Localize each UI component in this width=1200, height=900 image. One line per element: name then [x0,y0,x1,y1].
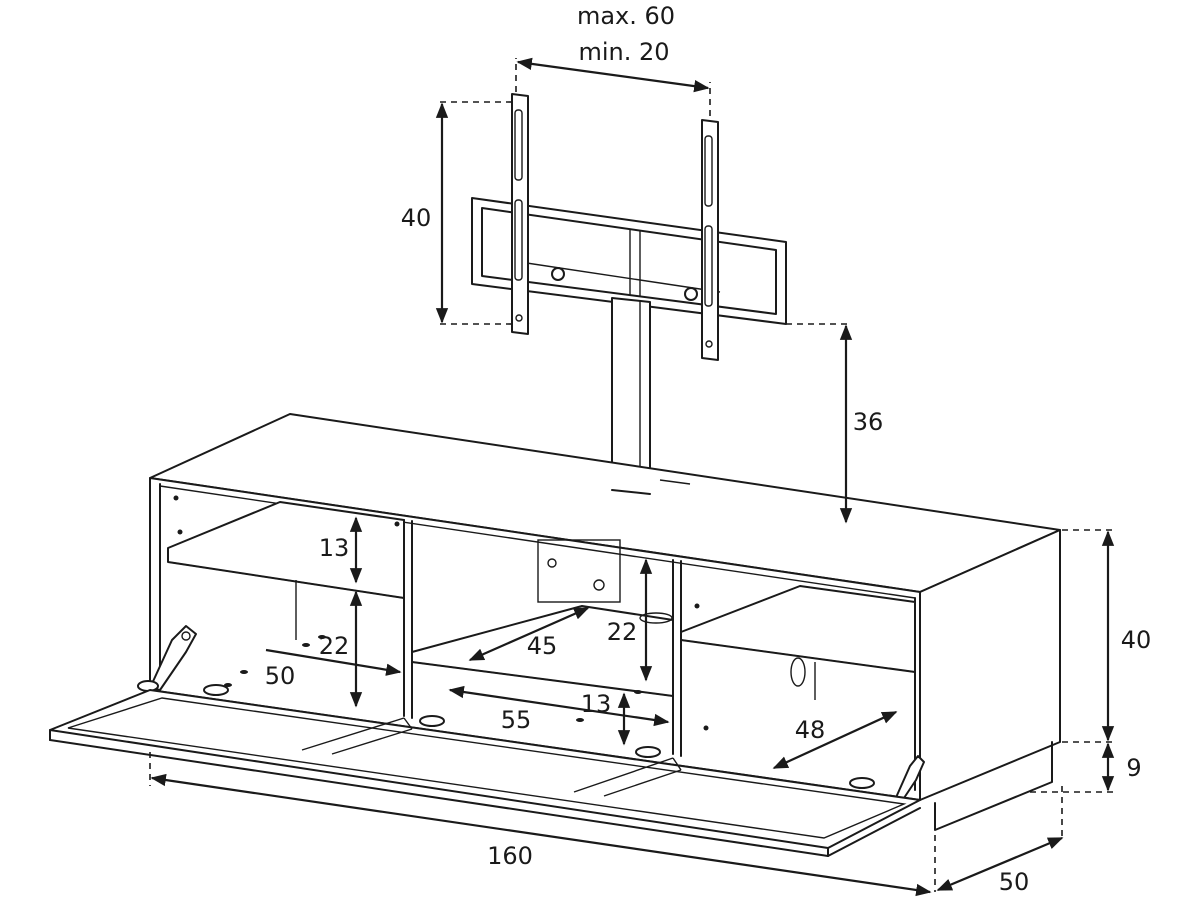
label-shelf-left-top: 13 [319,534,350,562]
label-mount-height: 36 [853,408,884,436]
dimension-lines [149,57,1115,897]
tv-mount [471,93,787,495]
label-shelf-left-gap: 22 [319,632,350,660]
label-shelf-right-depth: 48 [795,716,826,744]
label-bracket-min: min. 20 [578,38,669,66]
label-bracket-height: 40 [401,204,432,232]
label-cabinet-height: 40 [1121,626,1152,654]
label-total-width: 160 [487,842,533,870]
label-bracket-max: max. 60 [577,2,675,30]
label-shelf-mid-depth: 45 [527,632,558,660]
label-total-depth: 50 [999,868,1030,896]
label-shelf-left-depth: 50 [265,662,296,690]
label-compartment-width: 55 [501,706,532,734]
label-shelf-mid-low: 13 [581,690,612,718]
dimension-labels: max. 60 min. 20 40 36 13 22 50 45 22 13 … [265,2,1152,896]
label-plinth-height: 9 [1126,754,1141,782]
label-shelf-mid-gap: 22 [607,618,638,646]
